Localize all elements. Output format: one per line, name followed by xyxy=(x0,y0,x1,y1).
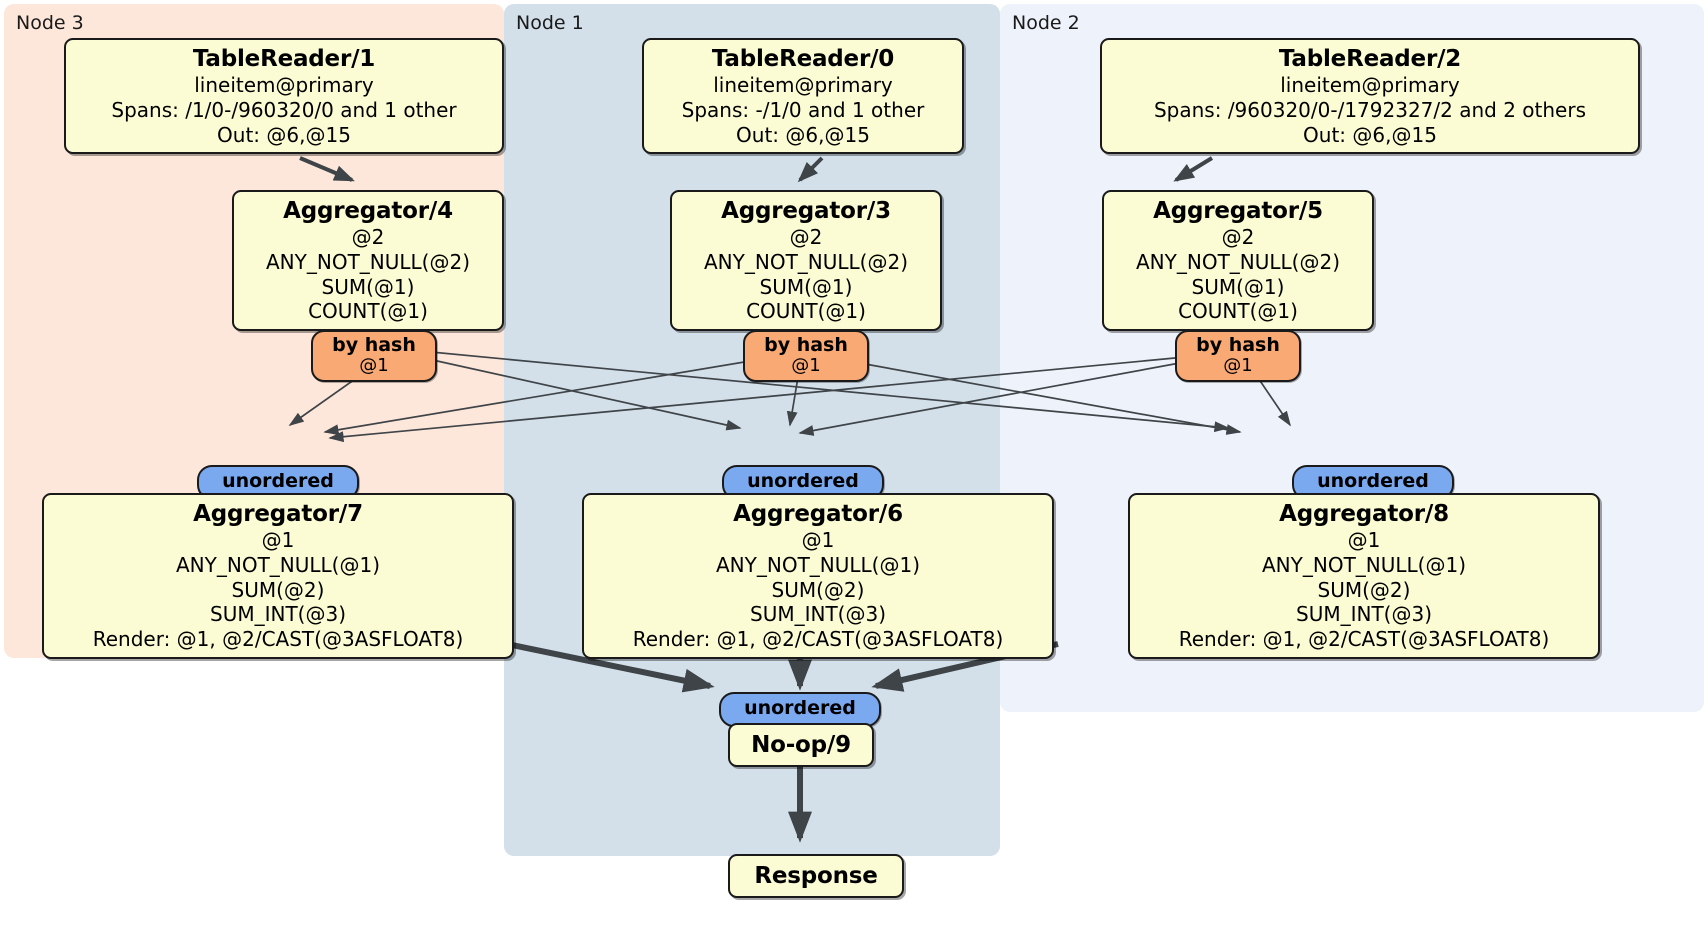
processor-line: @2 xyxy=(351,225,385,250)
processor-line: ANY_NOT_NULL(@1) xyxy=(716,552,920,577)
processor-line: @1 xyxy=(1347,528,1381,553)
processor-line: lineitem@primary xyxy=(1280,73,1460,98)
node-panel-label-node1: Node 1 xyxy=(516,12,584,34)
processor-title: Aggregator/3 xyxy=(721,198,891,224)
processor-line: SUM(@2) xyxy=(231,577,325,602)
router-column: @1 xyxy=(1223,355,1253,377)
processor-line: ANY_NOT_NULL(@2) xyxy=(266,249,470,274)
processor-line: lineitem@primary xyxy=(194,73,374,98)
synchronizer-label: unordered xyxy=(1317,470,1429,492)
processor-line: SUM_INT(@3) xyxy=(1296,602,1432,627)
processor-line: Spans: /1/0-/960320/0 and 1 other xyxy=(111,97,457,122)
processor-line: Out: @6,@15 xyxy=(736,122,870,147)
processor-table-reader-2[interactable]: TableReader/2 lineitem@primary Spans: /9… xyxy=(1100,38,1640,155)
processor-title: Aggregator/6 xyxy=(733,501,903,527)
processor-title: TableReader/1 xyxy=(192,46,376,72)
processor-line: Spans: -/1/0 and 1 other xyxy=(681,97,925,122)
processor-aggregator-4[interactable]: Aggregator/4 @2 ANY_NOT_NULL(@2) SUM(@1)… xyxy=(232,190,504,332)
synchronizer-label: unordered xyxy=(744,697,856,719)
processor-line: SUM(@2) xyxy=(1317,577,1411,602)
processor-aggregator-6[interactable]: Aggregator/6 @1 ANY_NOT_NULL(@1) SUM(@2)… xyxy=(582,493,1054,660)
processor-line: SUM(@1) xyxy=(321,274,415,299)
processor-line: ANY_NOT_NULL(@2) xyxy=(1136,249,1340,274)
processor-line: @1 xyxy=(801,528,835,553)
processor-line: ANY_NOT_NULL(@1) xyxy=(1262,552,1466,577)
processor-line: SUM_INT(@3) xyxy=(750,602,886,627)
synchronizer-unordered-final[interactable]: unordered xyxy=(719,692,881,727)
output-router-by-hash-left[interactable]: by hash @1 xyxy=(311,330,437,383)
processor-line: @2 xyxy=(789,225,823,250)
router-label: by hash xyxy=(764,334,848,356)
processor-line: Render: @1, @2/CAST(@3ASFLOAT8) xyxy=(1178,627,1550,652)
processor-line: COUNT(@1) xyxy=(308,299,428,324)
router-column: @1 xyxy=(359,355,389,377)
processor-table-reader-0[interactable]: TableReader/0 lineitem@primary Spans: -/… xyxy=(642,38,964,155)
processor-title: TableReader/0 xyxy=(711,46,895,72)
processor-line: Render: @1, @2/CAST(@3ASFLOAT8) xyxy=(92,627,464,652)
processor-aggregator-5[interactable]: Aggregator/5 @2 ANY_NOT_NULL(@2) SUM(@1)… xyxy=(1102,190,1374,332)
processor-line: Out: @6,@15 xyxy=(1303,122,1437,147)
processor-line: Render: @1, @2/CAST(@3ASFLOAT8) xyxy=(632,627,1004,652)
processor-line: @1 xyxy=(261,528,295,553)
processor-title: Response xyxy=(754,863,878,889)
processor-table-reader-1[interactable]: TableReader/1 lineitem@primary Spans: /1… xyxy=(64,38,504,155)
output-router-by-hash-right[interactable]: by hash @1 xyxy=(1175,330,1301,383)
processor-title: TableReader/2 xyxy=(1278,46,1462,72)
processor-line: COUNT(@1) xyxy=(746,299,866,324)
processor-line: SUM_INT(@3) xyxy=(210,602,346,627)
processor-line: ANY_NOT_NULL(@2) xyxy=(704,249,908,274)
processor-line: lineitem@primary xyxy=(713,73,893,98)
processor-title: Aggregator/7 xyxy=(193,501,363,527)
processor-line: SUM(@1) xyxy=(759,274,853,299)
router-label: by hash xyxy=(1196,334,1280,356)
processor-title: Aggregator/8 xyxy=(1279,501,1449,527)
processor-aggregator-8[interactable]: Aggregator/8 @1 ANY_NOT_NULL(@1) SUM(@2)… xyxy=(1128,493,1600,660)
processor-line: Spans: /960320/0-/1792327/2 and 2 others xyxy=(1153,97,1586,122)
processor-title: Aggregator/5 xyxy=(1153,198,1323,224)
router-label: by hash xyxy=(332,334,416,356)
processor-line: @2 xyxy=(1221,225,1255,250)
synchronizer-label: unordered xyxy=(747,470,859,492)
processor-line: SUM(@1) xyxy=(1191,274,1285,299)
processor-title: Aggregator/4 xyxy=(283,198,453,224)
node-panel-label-node3: Node 3 xyxy=(16,12,84,34)
router-column: @1 xyxy=(791,355,821,377)
processor-line: COUNT(@1) xyxy=(1178,299,1298,324)
processor-title: No-op/9 xyxy=(751,732,851,758)
processor-no-op-9[interactable]: No-op/9 xyxy=(728,723,874,768)
output-router-by-hash-center[interactable]: by hash @1 xyxy=(743,330,869,383)
processor-line: ANY_NOT_NULL(@1) xyxy=(176,552,380,577)
processor-line: SUM(@2) xyxy=(771,577,865,602)
processor-aggregator-7[interactable]: Aggregator/7 @1 ANY_NOT_NULL(@1) SUM(@2)… xyxy=(42,493,514,660)
node-panel-label-node2: Node 2 xyxy=(1012,12,1080,34)
processor-response[interactable]: Response xyxy=(728,854,904,899)
processor-aggregator-3[interactable]: Aggregator/3 @2 ANY_NOT_NULL(@2) SUM(@1)… xyxy=(670,190,942,332)
synchronizer-label: unordered xyxy=(222,470,334,492)
processor-line: Out: @6,@15 xyxy=(217,122,351,147)
